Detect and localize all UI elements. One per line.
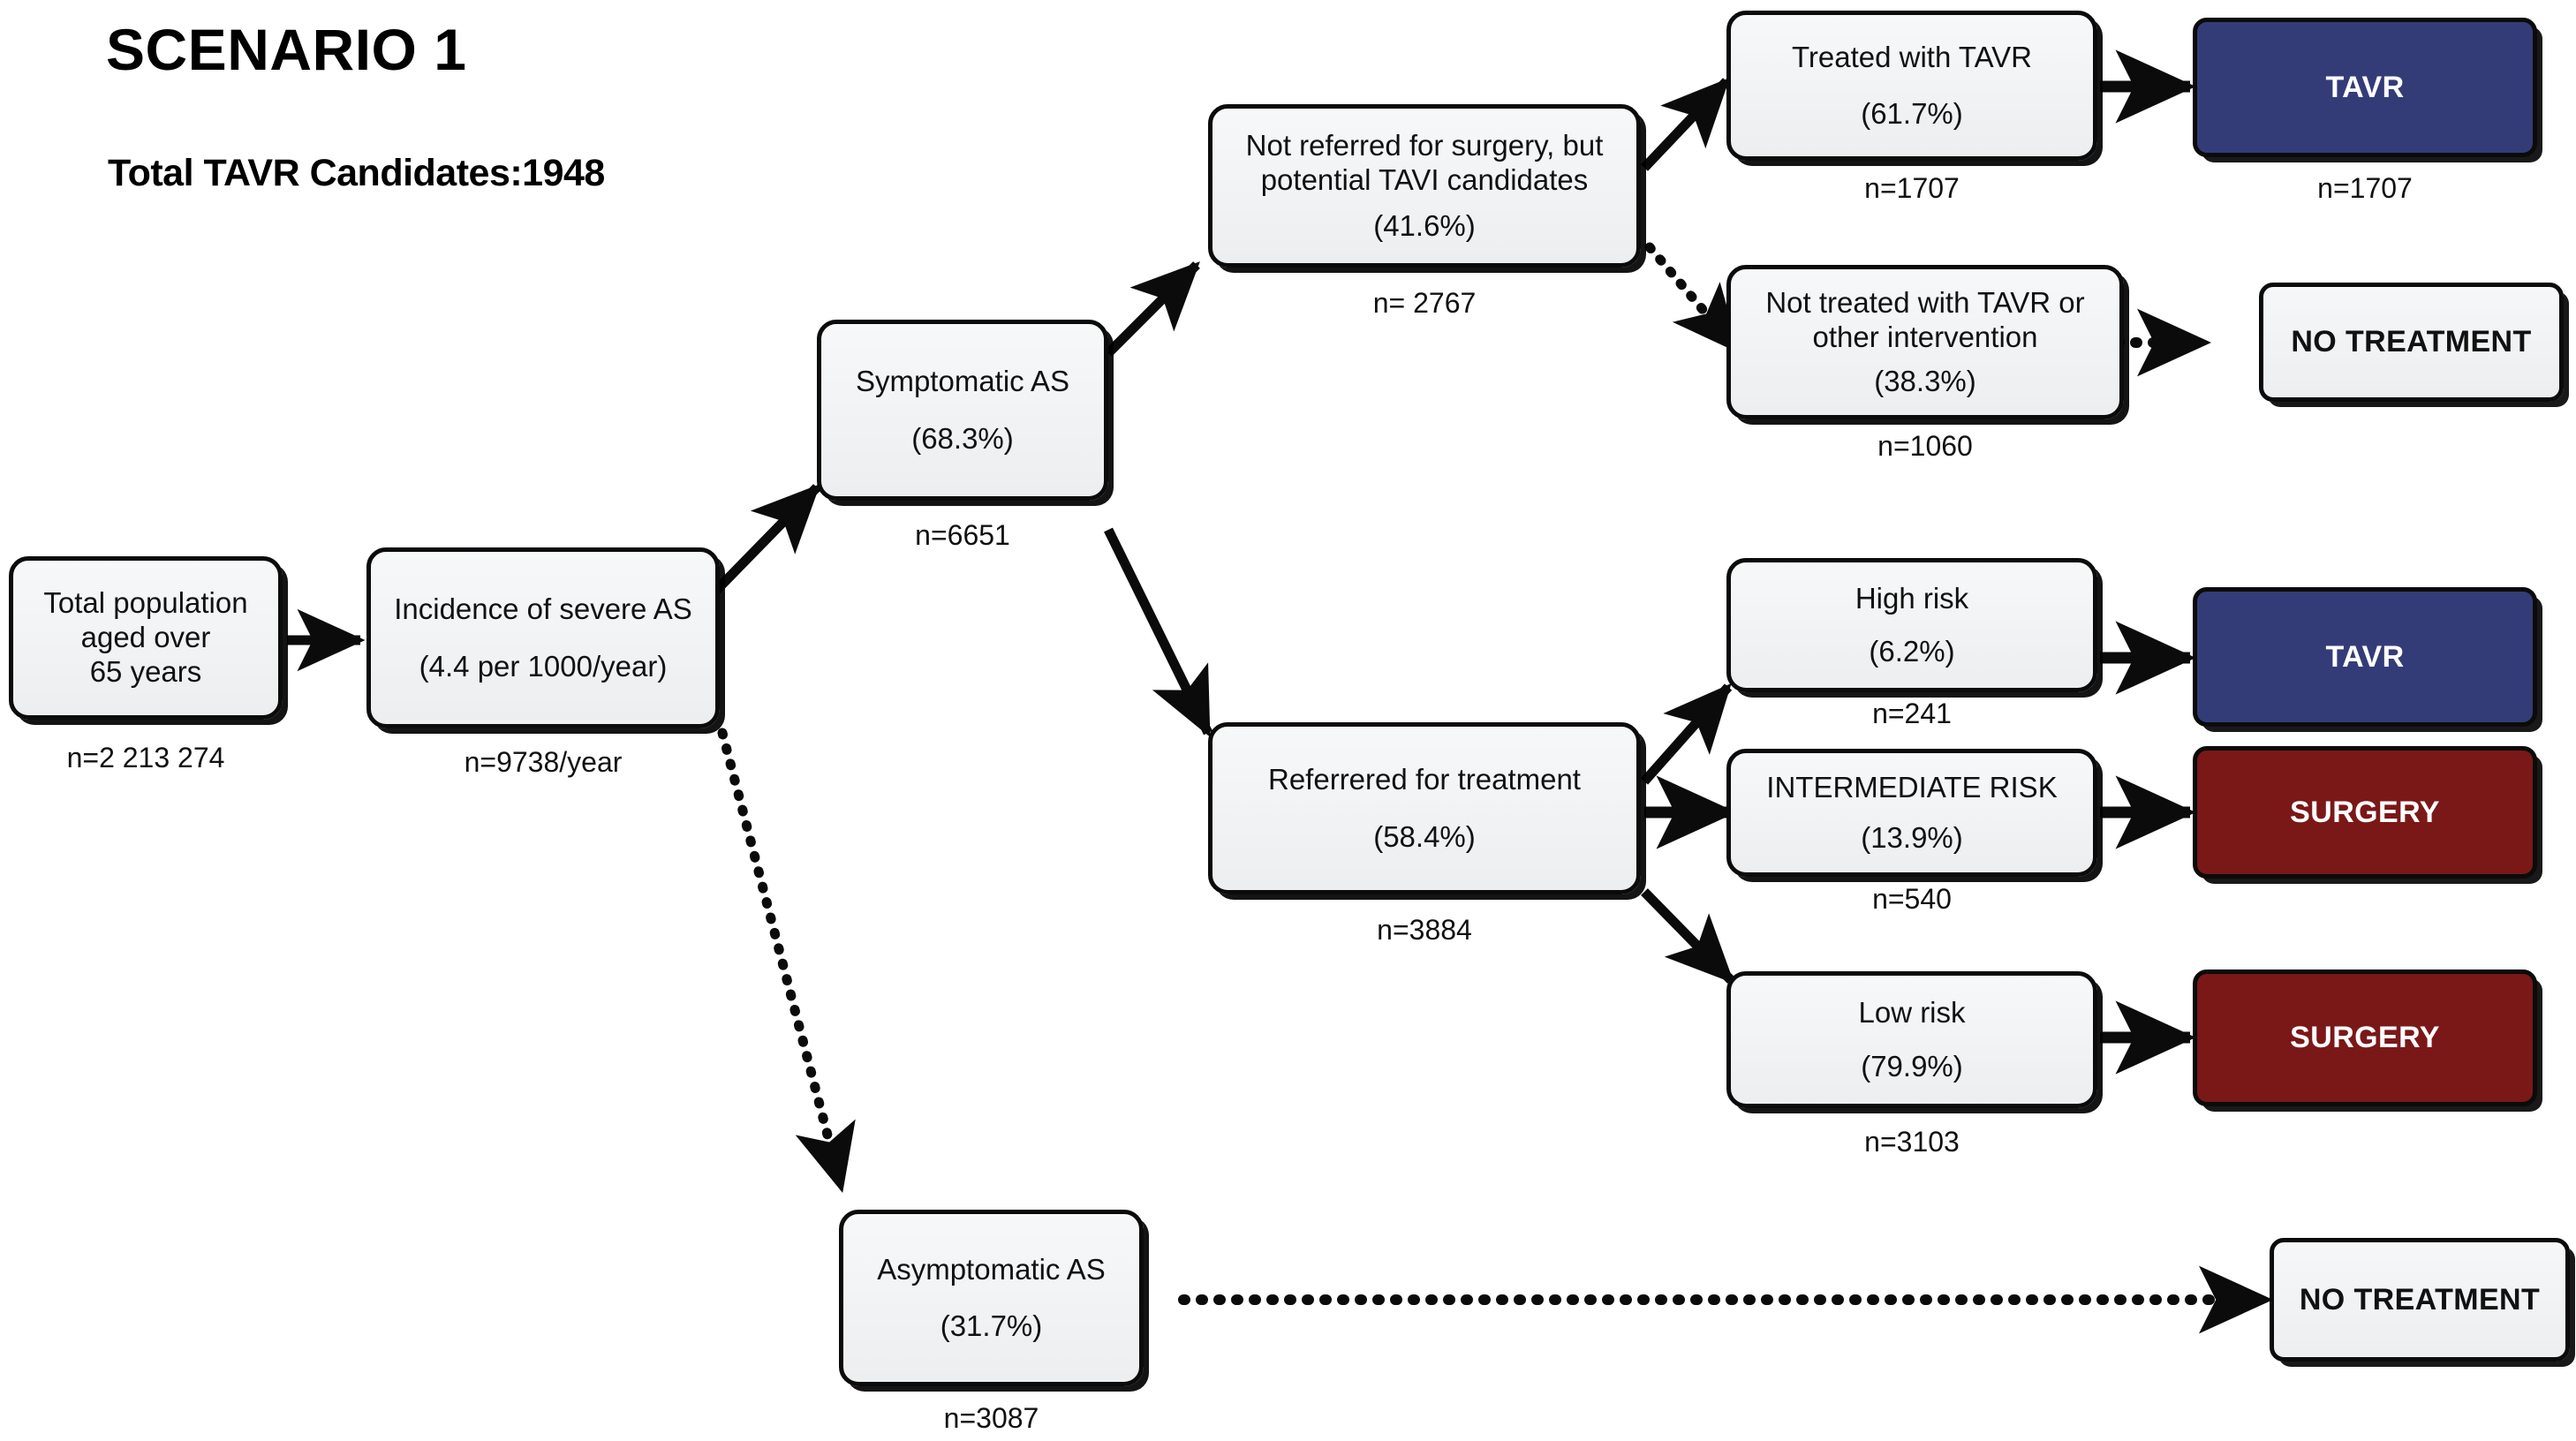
node-label: Treated with TAVR (1791, 40, 2033, 73)
node-percent: (61.7%) (1861, 97, 1963, 131)
node-label: Incidence of severe AS (394, 592, 692, 626)
node-total-population[interactable]: Total population aged over 65 years (9, 556, 283, 720)
node-treated-with-tavr[interactable]: Treated with TAVR (61.7%) (1726, 11, 2097, 161)
node-label: Not treated with TAVR or other intervent… (1765, 285, 2085, 353)
node-percent: (4.4 per 1000/year) (419, 649, 668, 683)
node-percent: (6.2%) (1869, 635, 1955, 668)
node-percent: (38.3%) (1874, 365, 1976, 398)
caption-total-population: n=2 213 274 (66, 742, 225, 773)
terminal-surgery-mid[interactable]: SURGERY (2193, 746, 2537, 879)
edge-incidence-to-asymptomatic (717, 728, 856, 1193)
caption-referred: n=3884 (1377, 914, 1472, 946)
edge-referred-to-highrisk (1640, 683, 1733, 785)
caption-treated-tavr: n=1707 (1864, 172, 1960, 204)
terminal-no-treatment-top[interactable]: NO TREATMENT (2259, 283, 2564, 402)
node-label: Total population aged over 65 years (43, 586, 248, 688)
edge-referred-to-lowrisk (1641, 888, 1734, 984)
node-percent: (13.9%) (1861, 820, 1963, 854)
node-intermediate-risk[interactable]: INTERMEDIATE RISK (13.9%) (1726, 749, 2097, 877)
node-high-risk[interactable]: High risk (6.2%) (1726, 558, 2097, 692)
terminal-label: TAVR (2325, 70, 2405, 104)
node-percent: (31.7%) (940, 1309, 1043, 1343)
terminal-tavr-top[interactable]: TAVR (2193, 18, 2537, 157)
caption-symptomatic: n=6651 (915, 519, 1010, 551)
edge-symptomatic-to-notreferred (1105, 261, 1200, 357)
node-label: Referrered for treatment (1268, 763, 1581, 796)
terminal-tavr-mid[interactable]: TAVR (2193, 587, 2537, 727)
caption-tavr-top: n=1707 (2317, 172, 2413, 204)
node-percent: (79.9%) (1861, 1049, 1963, 1083)
caption-incidence: n=9738/year (464, 746, 623, 778)
node-percent: (68.3%) (911, 421, 1014, 455)
terminal-label: NO TREATMENT (2291, 325, 2532, 359)
node-symptomatic-as[interactable]: Symptomatic AS (68.3%) (817, 320, 1108, 501)
terminal-label: TAVR (2325, 639, 2405, 674)
caption-high-risk: n=241 (1872, 698, 1952, 729)
terminal-label: SURGERY (2290, 1021, 2440, 1055)
caption-intermediate-risk: n=540 (1872, 883, 1952, 915)
node-label: High risk (1855, 581, 1969, 615)
node-percent: (58.4%) (1373, 819, 1476, 853)
page-title: SCENARIO 1 (106, 17, 467, 82)
node-asymptomatic-as[interactable]: Asymptomatic AS (31.7%) (839, 1210, 1144, 1386)
edge-notreferred-to-nottreated (1644, 242, 1741, 354)
caption-not-referred: n= 2767 (1372, 287, 1477, 319)
node-low-risk[interactable]: Low risk (79.9%) (1726, 971, 2097, 1108)
node-label: Not referred for surgery, but potential … (1245, 128, 1604, 196)
terminal-surgery-low[interactable]: SURGERY (2193, 969, 2537, 1106)
node-incidence-severe-as[interactable]: Incidence of severe AS (4.4 per 1000/yea… (366, 547, 720, 728)
edge-incidence-to-symptomatic (703, 484, 820, 604)
terminal-label: SURGERY (2290, 795, 2440, 829)
edge-symptomatic-to-referred (1104, 527, 1212, 737)
node-label: INTERMEDIATE RISK (1766, 771, 2058, 804)
node-referred-treatment[interactable]: Referrered for treatment (58.4%) (1208, 722, 1641, 894)
edge-notreferred-to-treated (1641, 78, 1730, 171)
page-subtitle: Total TAVR Candidates:1948 (108, 152, 605, 194)
terminal-label: NO TREATMENT (2299, 1282, 2541, 1317)
terminal-no-treatment-bottom[interactable]: NO TREATMENT (2270, 1238, 2570, 1362)
node-label: Low risk (1858, 996, 1966, 1030)
node-not-referred-surgery[interactable]: Not referred for surgery, but potential … (1208, 104, 1641, 268)
caption-not-treated: n=1060 (1877, 430, 1973, 462)
node-label: Asymptomatic AS (877, 1252, 1106, 1286)
caption-low-risk: n=3103 (1864, 1126, 1960, 1158)
node-not-treated[interactable]: Not treated with TAVR or other intervent… (1726, 265, 2124, 419)
node-label: Symptomatic AS (855, 365, 1070, 398)
node-percent: (41.6%) (1373, 209, 1476, 243)
caption-asymptomatic: n=3087 (943, 1402, 1039, 1434)
